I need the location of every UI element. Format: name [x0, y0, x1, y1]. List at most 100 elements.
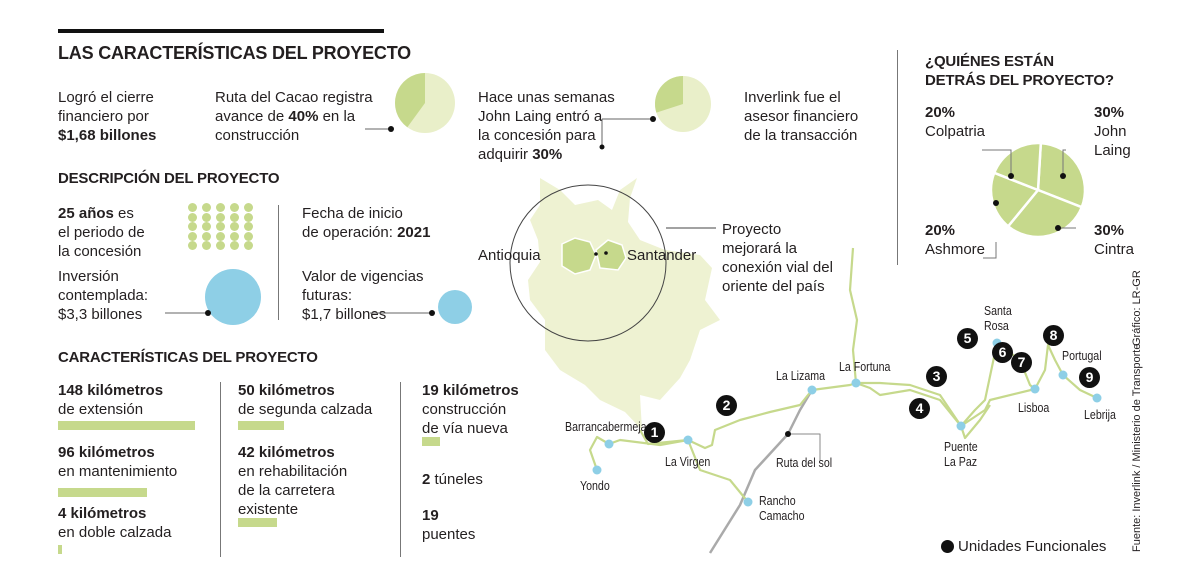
text: construcción — [422, 401, 507, 418]
legend: Unidades Funcionales — [941, 537, 1106, 556]
text: 148 kilómetros — [58, 382, 164, 399]
text: 4 kilómetros — [58, 505, 147, 522]
year-dot — [230, 241, 239, 250]
text: el periodo de — [58, 224, 145, 241]
text: Ashmore — [925, 241, 986, 258]
year-dot — [216, 212, 225, 222]
place-lisboa: Lisboa — [1018, 401, 1050, 415]
start-date: Fecha de inicio de operación: 2021 — [302, 204, 430, 242]
year-dot — [188, 203, 197, 212]
text: 30% — [1094, 104, 1125, 121]
year-dot — [230, 203, 239, 212]
tunnels: 2 túneles — [422, 470, 483, 489]
char-item: 148 kilómetros de extensión — [58, 381, 163, 419]
text: Hace unas semanas — [478, 89, 615, 106]
text: adquirir 30% — [478, 145, 615, 164]
text: 20% — [925, 222, 956, 239]
divider — [220, 382, 221, 557]
year-dot — [244, 222, 253, 231]
year-dot — [202, 241, 211, 250]
text: DETRÁS DEL PROYECTO? — [925, 72, 1114, 89]
place-la-lizama: La Lizama — [776, 369, 826, 383]
unit-dot-icon — [941, 540, 954, 553]
unit-marker: 9 — [1079, 367, 1100, 388]
investment-circle — [205, 269, 261, 325]
text: Camacho — [759, 509, 805, 523]
colombia-map — [509, 178, 720, 430]
text: avance de 40% en la — [215, 107, 373, 126]
text: Valor de vigencias — [302, 268, 424, 285]
map-callout: Proyecto mejorará la conexión vial del o… — [722, 220, 833, 296]
concession-period: 25 años es el periodo de la concesión — [58, 204, 145, 261]
legend-label: Unidades Funcionales — [958, 538, 1107, 555]
text: de operación: — [302, 224, 398, 241]
pie-slice — [1006, 188, 1084, 239]
text: Colpatria — [925, 123, 986, 140]
unit-marker: 2 — [716, 395, 737, 416]
text: en doble calzada — [58, 524, 172, 541]
divider — [400, 382, 401, 557]
year-dot — [188, 222, 197, 231]
text: túneles — [430, 471, 483, 488]
text: contemplada: — [58, 287, 149, 304]
unit-marker: 1 — [644, 422, 665, 443]
text: Inverlink fue el — [744, 89, 841, 106]
text: de la carretera — [238, 482, 335, 499]
text: de extensión — [58, 401, 144, 418]
year-dot — [202, 212, 211, 222]
antioquia-region — [561, 237, 597, 275]
year-dot — [230, 222, 239, 231]
owner-cintra: 30%Cintra — [1094, 221, 1134, 259]
future-funding-circle — [438, 290, 472, 324]
year-dot — [202, 222, 211, 231]
year-dot — [216, 241, 225, 250]
km-bar — [238, 421, 285, 430]
text: en la — [318, 108, 356, 125]
text: de segunda calzada — [238, 401, 373, 418]
owners-pie-chart — [989, 141, 1087, 239]
owner-colpatria: 20%Colpatria — [925, 103, 985, 141]
year-dot — [202, 203, 211, 212]
year-dot — [216, 203, 225, 212]
year-dot — [230, 231, 239, 241]
km-bar — [58, 488, 147, 497]
text: 40% — [288, 108, 319, 125]
text: mejorará la — [722, 240, 798, 257]
year-dot — [188, 241, 197, 250]
text: $1,68 billones — [58, 127, 157, 144]
santander-label: Santander — [627, 247, 697, 264]
unit-marker: 3 — [926, 366, 947, 387]
top-rule — [58, 29, 384, 33]
text: Inversión — [58, 268, 119, 285]
text: es — [113, 205, 134, 222]
text: construcción — [215, 127, 300, 144]
santander-region — [595, 239, 627, 271]
pie-slice — [992, 141, 1043, 192]
john-laing-pie — [599, 76, 711, 150]
char-item: 4 kilómetros en doble calzada — [58, 504, 171, 542]
years-dot-grid — [188, 203, 258, 251]
text: John Laing entró a — [478, 108, 603, 125]
place-barrancabermeja: Barrancabermeja — [565, 420, 647, 434]
km-bar — [58, 421, 195, 430]
text: Ruta del Cacao registra — [215, 89, 373, 106]
text: 25 años — [58, 205, 114, 222]
text: de vía nueva — [422, 420, 508, 437]
divider — [897, 50, 898, 265]
text: 42 kilómetros — [238, 444, 335, 461]
route-map — [588, 247, 1102, 554]
text: oriente del país — [722, 278, 825, 295]
year-dot — [216, 231, 225, 241]
text: asesor financiero — [744, 108, 859, 125]
page-title: LAS CARACTERÍSTICAS DEL PROYECTO — [58, 43, 411, 63]
antioquia-label: Antioquia — [478, 247, 541, 264]
